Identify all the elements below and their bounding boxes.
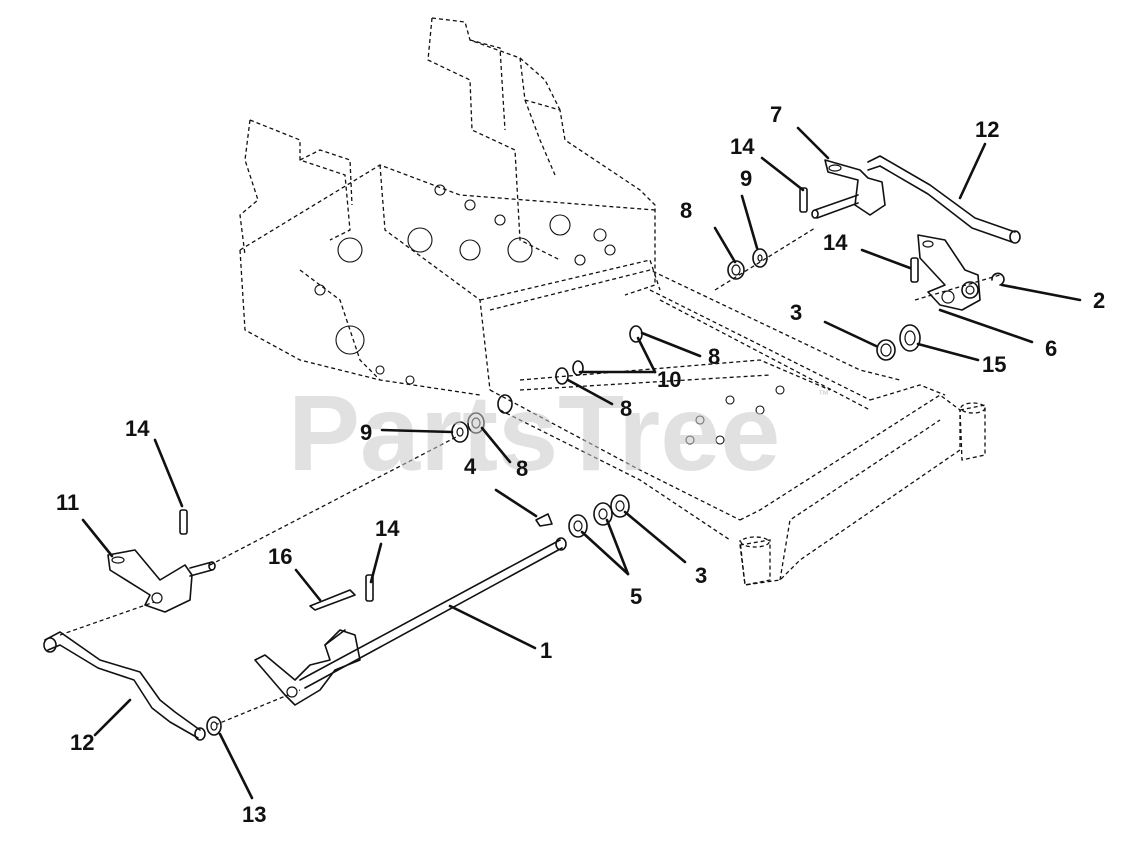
callout-1: 1 bbox=[540, 638, 552, 663]
assembly-centerlines bbox=[59, 227, 1001, 726]
svg-text:PartsTree: PartsTree bbox=[288, 372, 780, 493]
callout-labels: 1 2 3 3 4 5 6 7 8 8 8 8 9 9 10 11 12 12 … bbox=[56, 102, 1105, 827]
e-clip-right bbox=[991, 272, 1005, 286]
callout-10: 10 bbox=[657, 367, 681, 392]
lift-link-lower bbox=[43, 631, 206, 741]
watermark: PartsTree ™ bbox=[288, 372, 829, 493]
bushings-and-washers bbox=[451, 248, 921, 538]
lift-shaft bbox=[254, 537, 567, 706]
callout-4: 4 bbox=[464, 454, 477, 479]
callout-12b: 12 bbox=[70, 730, 94, 755]
callout-3b: 3 bbox=[695, 563, 707, 588]
callout-15: 15 bbox=[982, 352, 1006, 377]
callout-7: 7 bbox=[770, 102, 782, 127]
pivot-arm-upper bbox=[811, 159, 886, 219]
pivot-arm-left bbox=[107, 549, 216, 613]
callout-9b: 9 bbox=[360, 420, 372, 445]
callout-8b: 8 bbox=[708, 344, 720, 369]
callout-14b: 14 bbox=[823, 230, 848, 255]
e-clip bbox=[206, 716, 222, 736]
callout-13: 13 bbox=[242, 802, 266, 827]
callout-5: 5 bbox=[630, 584, 642, 609]
roll-pins bbox=[179, 187, 919, 602]
callout-8d: 8 bbox=[516, 456, 528, 481]
callout-8c: 8 bbox=[620, 396, 632, 421]
woodruff-key bbox=[309, 589, 356, 611]
callout-16: 16 bbox=[268, 544, 292, 569]
callout-11: 11 bbox=[56, 490, 79, 515]
callout-14d: 14 bbox=[375, 516, 400, 541]
key-part-4 bbox=[535, 513, 553, 527]
svg-text:™: ™ bbox=[818, 389, 829, 401]
callout-2: 2 bbox=[1093, 288, 1105, 313]
leader-lines bbox=[81, 126, 1082, 800]
callout-9a: 9 bbox=[740, 166, 752, 191]
lift-link-upper bbox=[867, 155, 1021, 244]
callout-3a: 3 bbox=[790, 300, 802, 325]
callout-14c: 14 bbox=[125, 416, 150, 441]
pivot-bracket-right bbox=[917, 234, 981, 311]
callout-8a: 8 bbox=[680, 198, 692, 223]
callout-12a: 12 bbox=[975, 117, 999, 142]
callout-14a: 14 bbox=[730, 134, 755, 159]
mower-frame bbox=[239, 17, 986, 586]
callout-6: 6 bbox=[1045, 336, 1057, 361]
